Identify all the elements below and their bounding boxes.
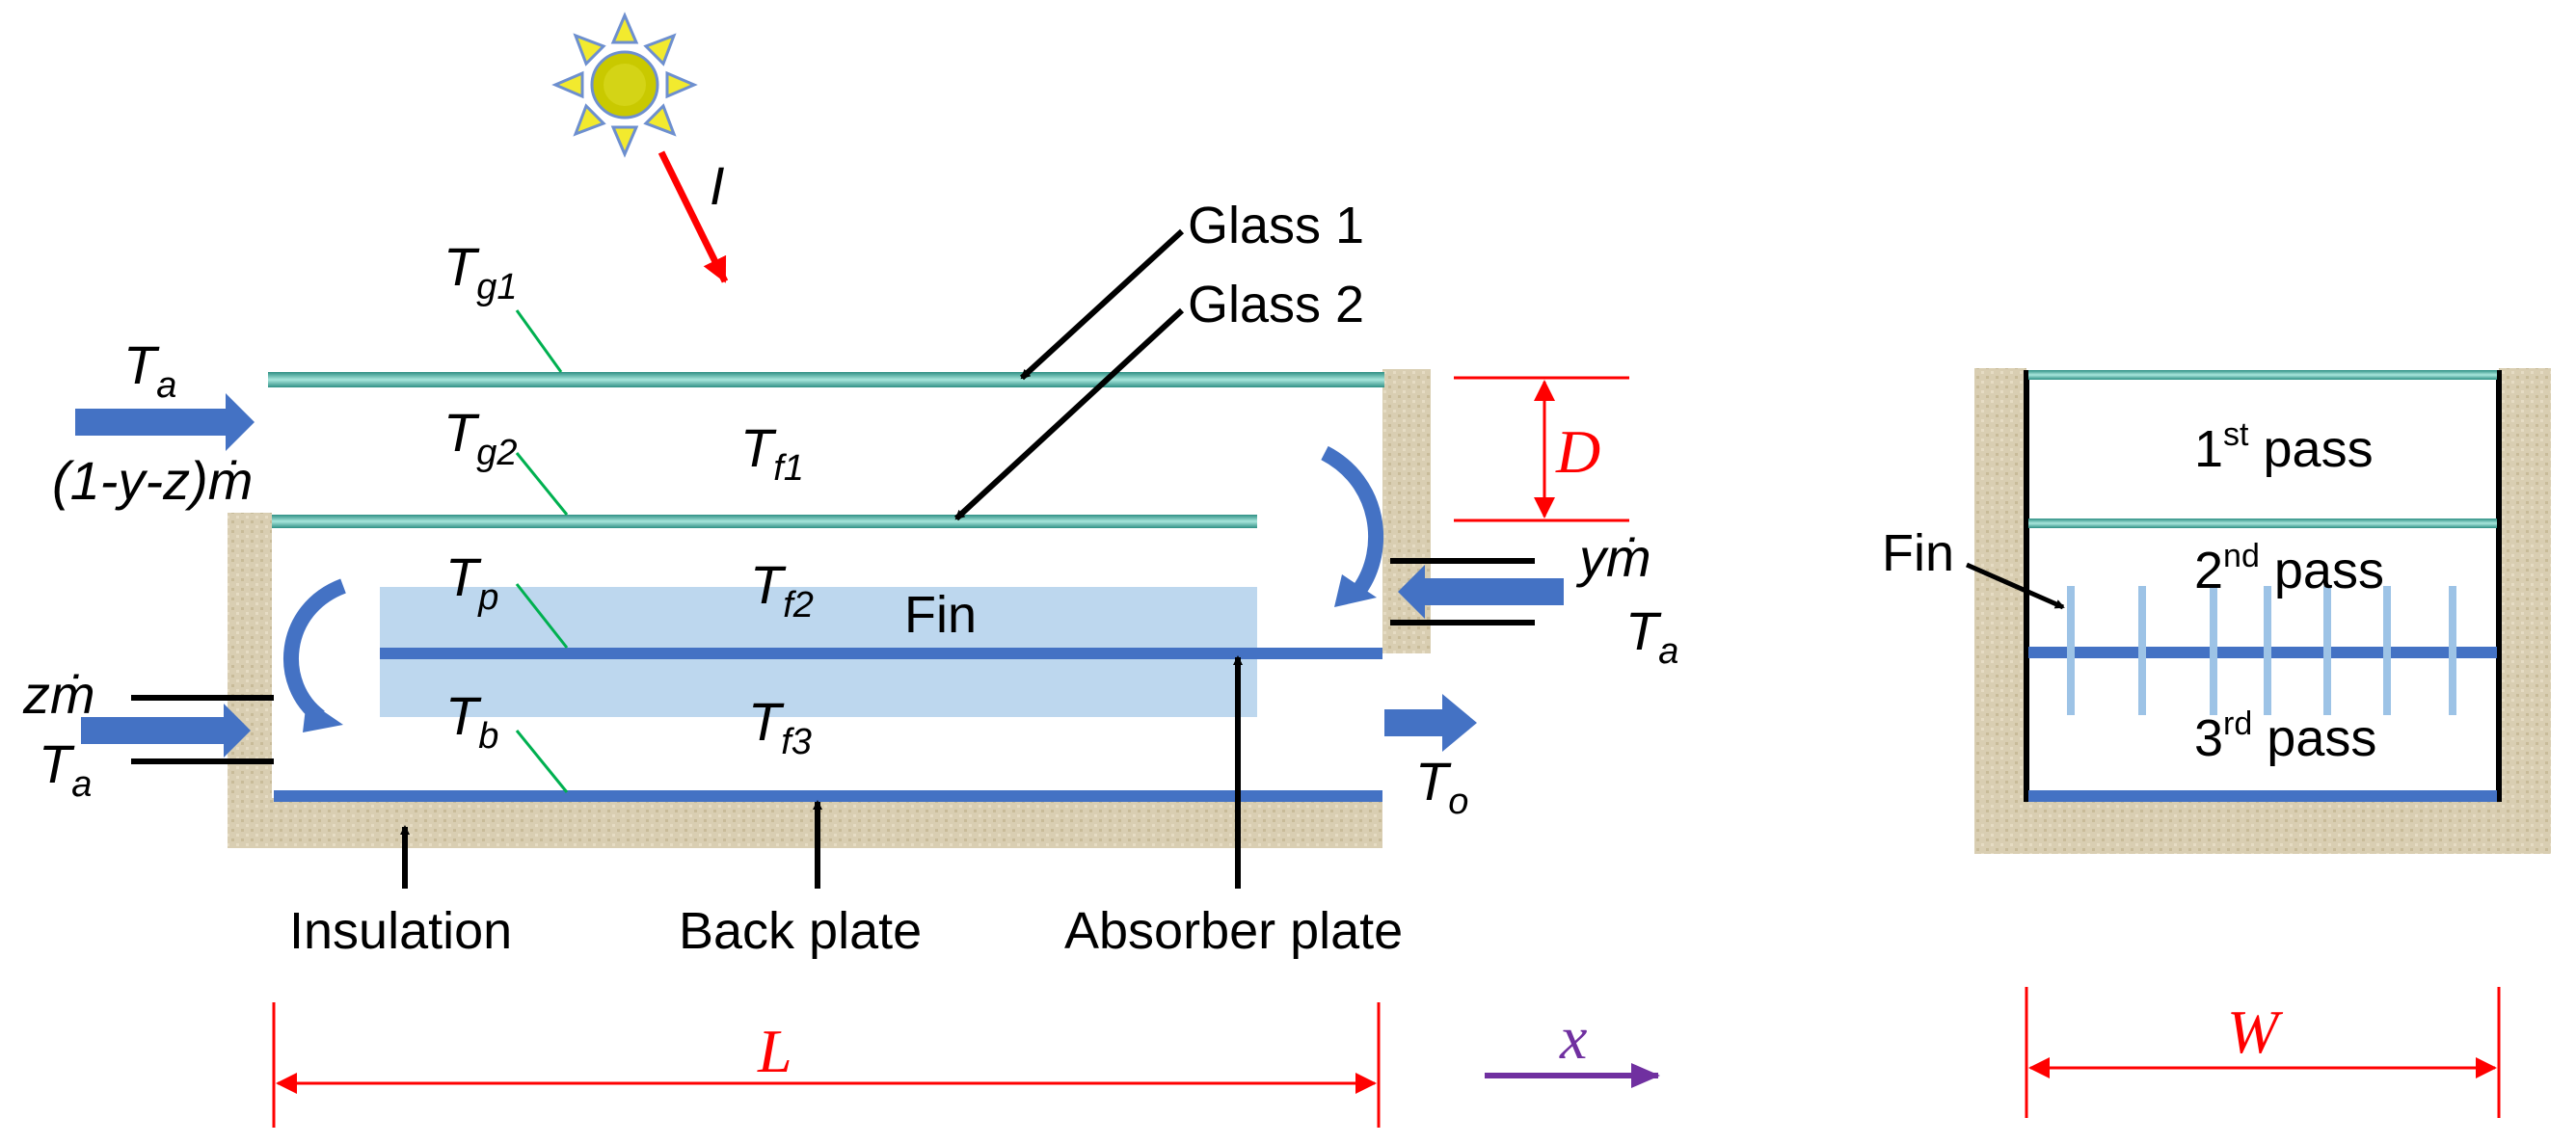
glass1-pointer [1019,228,1185,381]
top-inlet-arrow [75,393,255,451]
glass2-label: Glass 2 [1188,276,1364,333]
outlet-arrow [1384,694,1477,752]
side-glass-2 [2028,519,2497,528]
right-inlet-flow: yṁ [1575,527,1651,588]
side-insulation [1974,368,2551,854]
back-plate [274,790,1382,802]
dimension-l [272,1002,1381,1128]
right-inlet-temp: Ta [1625,600,1678,672]
pass-2-label: 2nd pass [2194,538,2384,599]
radiation-arrow [657,150,729,283]
temp-tg1: Tg1 [443,236,518,307]
left-inlet-duct [131,695,274,764]
left-inlet-arrow [81,704,251,758]
side-fins [2067,586,2456,715]
side-glass-1 [2028,370,2497,380]
temperature-leaders [515,309,569,793]
temp-to: To [1415,751,1468,822]
insulation-label: Insulation [289,902,512,960]
side-fin-label: Fin [1882,524,1954,582]
glass-1 [268,372,1384,387]
left-inlet-flow: zṁ [22,664,95,725]
pass-3-label: 3rd pass [2194,705,2376,767]
turn-arrow-right [1321,445,1384,607]
fin-label: Fin [904,586,977,644]
backplate-label: Back plate [679,902,922,960]
dimension-d-label: D [1555,417,1600,486]
temp-tb: Tb [445,685,498,757]
absorber-label: Absorber plate [1064,902,1403,960]
left-inlet-temp: Ta [39,733,92,805]
top-inlet-temp: Ta [123,334,176,406]
temp-tf3: Tf3 [748,691,812,762]
top-inlet-flow: (1-y-z)ṁ [52,450,253,511]
temp-tf2: Tf2 [750,554,814,625]
turn-arrow-left [283,578,347,732]
glass-2 [272,515,1257,528]
glass1-label: Glass 1 [1188,197,1364,254]
side-back-plate [2028,790,2497,802]
right-inlet-arrow [1398,565,1564,619]
temp-tg2: Tg2 [443,402,518,473]
right-inlet-duct [1390,558,1535,625]
side-absorber-plate [2028,647,2497,658]
insulation [228,513,1382,848]
pass-1-label: 1st pass [2194,416,2374,478]
x-axis-label: x [1559,1003,1587,1072]
dimension-d [1454,376,1629,522]
dimension-w [2025,987,2501,1118]
radiation-label: I [710,155,725,216]
side-fin-pointer [1965,562,2065,610]
sun-icon [551,12,698,158]
absorber-plate [380,648,1382,659]
temp-tp: Tp [445,546,498,618]
temp-tf1: Tf1 [740,417,804,489]
dimension-l-label: L [757,1017,792,1085]
glass2-pointer [953,307,1185,521]
dimension-w-label: W [2227,998,2284,1066]
